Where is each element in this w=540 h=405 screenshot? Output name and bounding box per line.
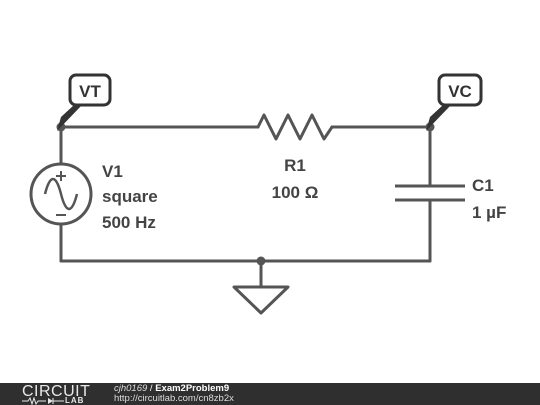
c1-name: C1 [472, 176, 494, 195]
sine-wave-icon [43, 177, 79, 211]
probe-vc[interactable]: VC [426, 73, 483, 131]
v1-name: V1 [102, 162, 123, 181]
probe-vt-pointer [57, 105, 82, 131]
circuit-url[interactable]: http://circuitlab.com/cn8zb2x [114, 393, 234, 404]
probe-vc-pointer [426, 105, 451, 131]
probe-vc-label: VC [448, 82, 472, 101]
ground-icon [232, 285, 290, 315]
circuitlab-logo[interactable]: CIRCUIT LAB [22, 383, 102, 405]
logo-wordmark: CIRCUIT [22, 383, 91, 400]
r1-name: R1 [284, 156, 306, 175]
junction-top-left [56, 122, 66, 132]
r1-value: 100 Ω [272, 183, 319, 202]
probe-vt-box [68, 73, 112, 107]
capacitor-c1[interactable] [395, 184, 465, 202]
v1-type: square [102, 187, 158, 206]
junction-top-right [425, 122, 435, 132]
footer-bar: CIRCUIT LAB cjh0169 / Exam2Problem9 http… [0, 383, 540, 405]
logo-sub-label: LAB [65, 396, 85, 405]
probe-vt[interactable]: VT [57, 73, 112, 131]
v1-frequency: 500 Hz [102, 213, 156, 232]
circuit-title[interactable]: Exam2Problem9 [155, 383, 230, 394]
voltage-source-v1[interactable] [29, 162, 93, 226]
circuit-schematic: V1 square 500 Hz R1 100 Ω C1 1 µF VT VC [29, 73, 506, 315]
resistor-r1[interactable] [256, 113, 334, 141]
c1-value: 1 µF [472, 203, 506, 222]
probe-vc-box [437, 73, 483, 107]
author-link[interactable]: cjh0169 [114, 383, 148, 394]
resistor-diode-icon [22, 397, 64, 405]
source-circle [29, 162, 93, 226]
meta-separator: / [147, 383, 156, 394]
wires [59, 125, 432, 289]
circuit-meta: cjh0169 / Exam2Problem9 http://circuitla… [114, 384, 234, 404]
junction-ground [256, 256, 266, 266]
probe-vt-label: VT [79, 82, 101, 101]
